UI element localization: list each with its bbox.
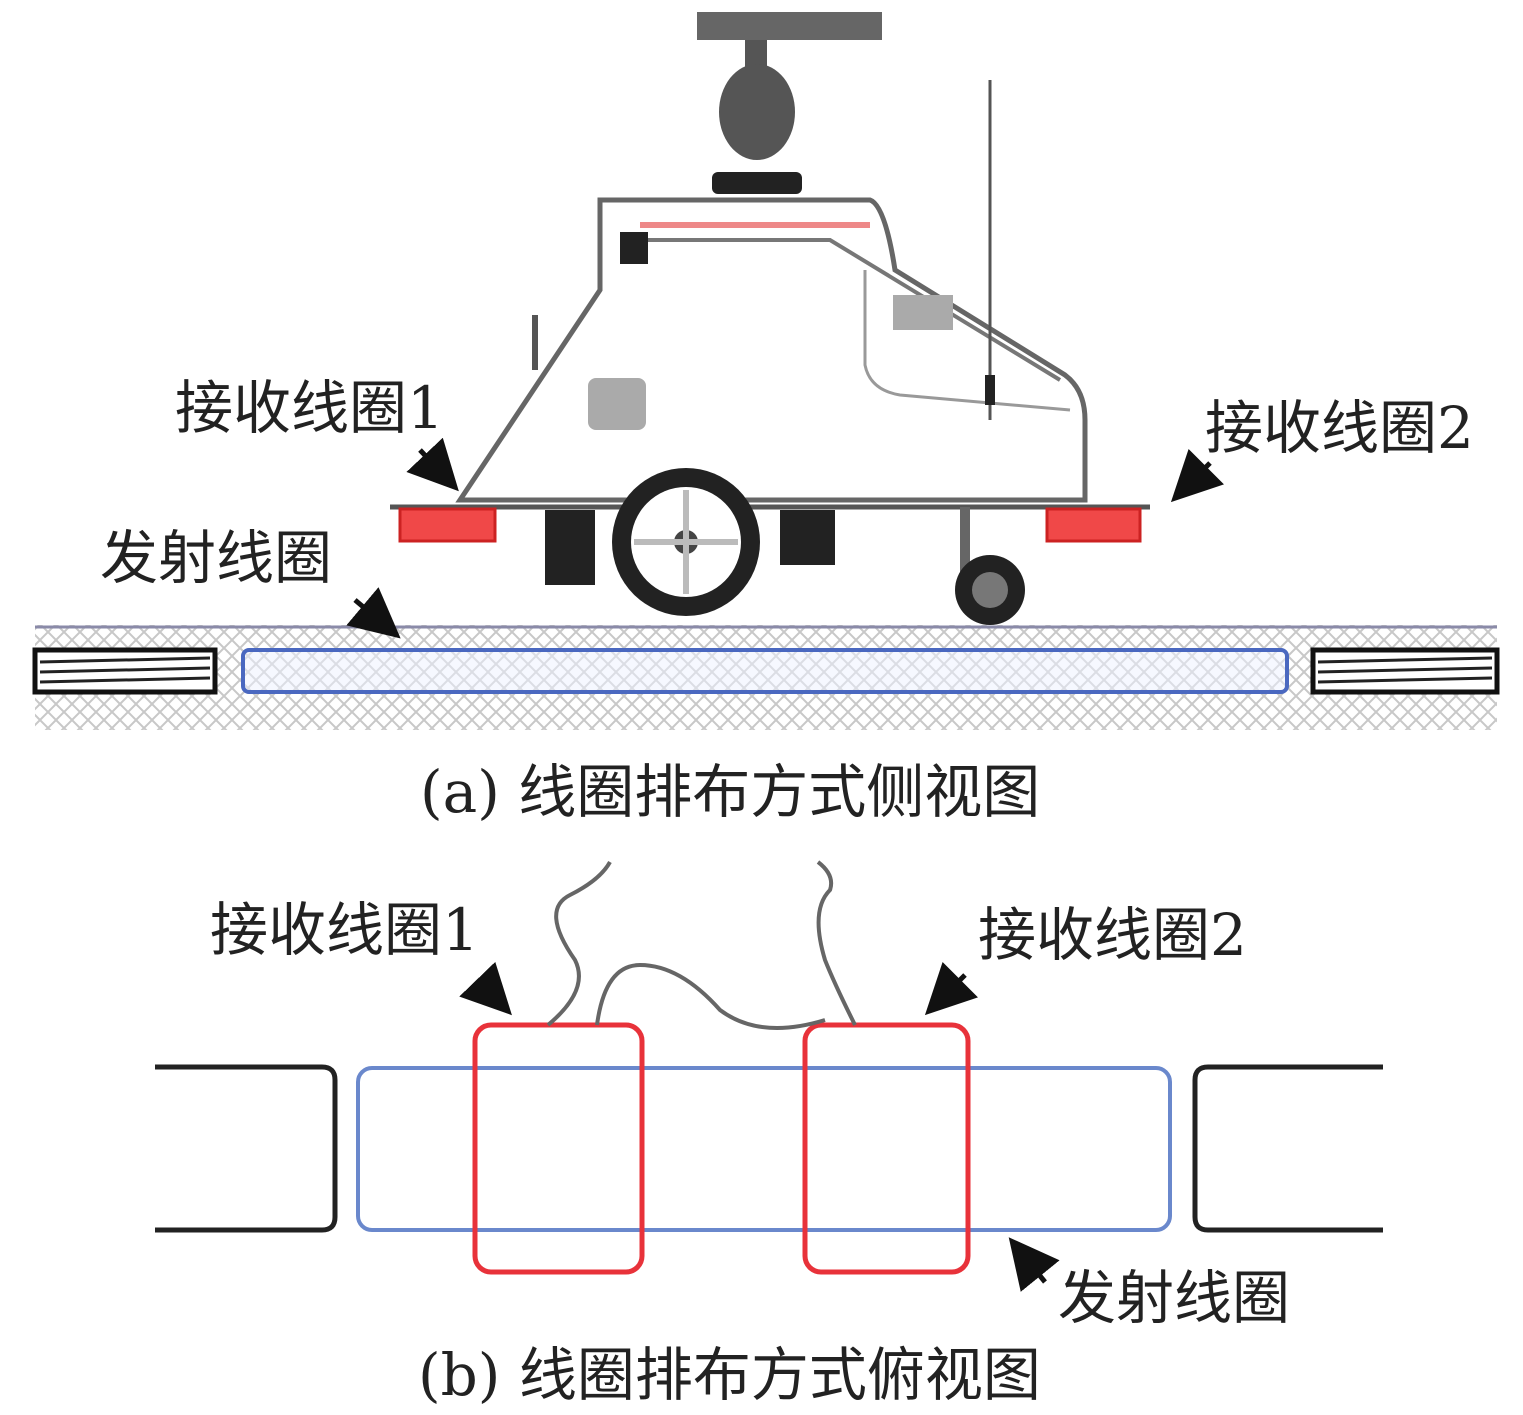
label-transmit-coil-top: 发射线圈 [1058, 1264, 1290, 1332]
receive-coil-2-side [1045, 507, 1142, 543]
arrow-icon [346, 587, 401, 639]
side-rail-right [1310, 647, 1500, 695]
arrow-icon [459, 961, 512, 1016]
coil-wires [546, 860, 857, 1030]
receive-coil-1-side [398, 507, 497, 543]
label-receive-coil-2: 接收线圈2 [1205, 394, 1474, 462]
side-rail-left [32, 647, 218, 695]
caption-top-view: (b) 线圈排布方式俯视图 [418, 1341, 1041, 1409]
label-receive-coil-2-top: 接收线圈2 [978, 901, 1247, 969]
transmit-coil-side [241, 648, 1289, 694]
top-view: 接收线圈1 接收线圈2 发射线圈 (b) 线圈排布方式俯视图 [155, 860, 1383, 1409]
arrow-icon [406, 437, 459, 492]
side-view: 接收线圈1 接收线圈2 发射线圈 (a) 线圈排布方式侧视图 [32, 12, 1500, 826]
receive-coil-2-top [802, 1022, 971, 1275]
rail-left-top [155, 1064, 338, 1233]
rail-right-top [1192, 1064, 1383, 1233]
caption-side-view: (a) 线圈排布方式侧视图 [420, 758, 1040, 826]
receive-coil-1-top [472, 1022, 645, 1275]
transmit-coil-top [356, 1066, 1172, 1232]
arrow-icon [1008, 1237, 1060, 1292]
label-transmit-coil: 发射线圈 [100, 524, 332, 592]
label-receive-coil-1-top: 接收线圈1 [210, 896, 479, 964]
label-receive-coil-1: 接收线圈1 [175, 374, 444, 442]
inspection-robot [390, 12, 1150, 625]
arrow-icon [924, 962, 978, 1016]
camera-head [697, 12, 882, 40]
arrow-icon [1170, 449, 1224, 503]
